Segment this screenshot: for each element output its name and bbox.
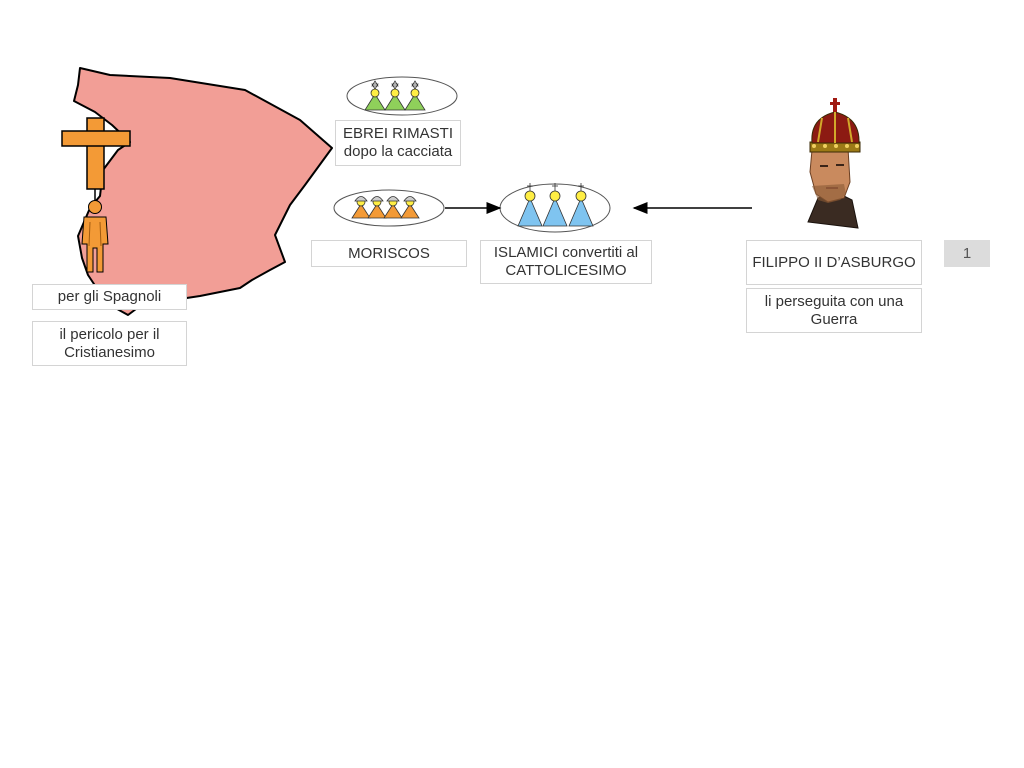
spain-map-icon — [73, 67, 333, 316]
persecuzione-label: li perseguita con una Guerra — [746, 288, 922, 333]
cross-people-icon — [499, 183, 611, 233]
moriscos-label: MORISCOS — [311, 240, 467, 267]
philip-ii-portrait-icon — [807, 98, 861, 229]
turban-people-icon — [333, 189, 445, 227]
filippo-label: FILIPPO II D’ASBURGO — [746, 240, 922, 285]
pericolo-label: il pericolo per il Cristianesimo — [32, 321, 187, 366]
star-of-david-people-icon — [346, 76, 458, 116]
crucifix-icon — [61, 117, 131, 190]
ebrei-label: EBREI RIMASTI dopo la cacciata — [335, 120, 461, 166]
slide-number-badge: 1 — [944, 240, 990, 267]
spagnoli-label: per gli Spagnoli — [32, 284, 187, 310]
islamici-label: ISLAMICI convertiti al CATTOLICESIMO — [480, 240, 652, 284]
person-icon — [81, 200, 109, 273]
